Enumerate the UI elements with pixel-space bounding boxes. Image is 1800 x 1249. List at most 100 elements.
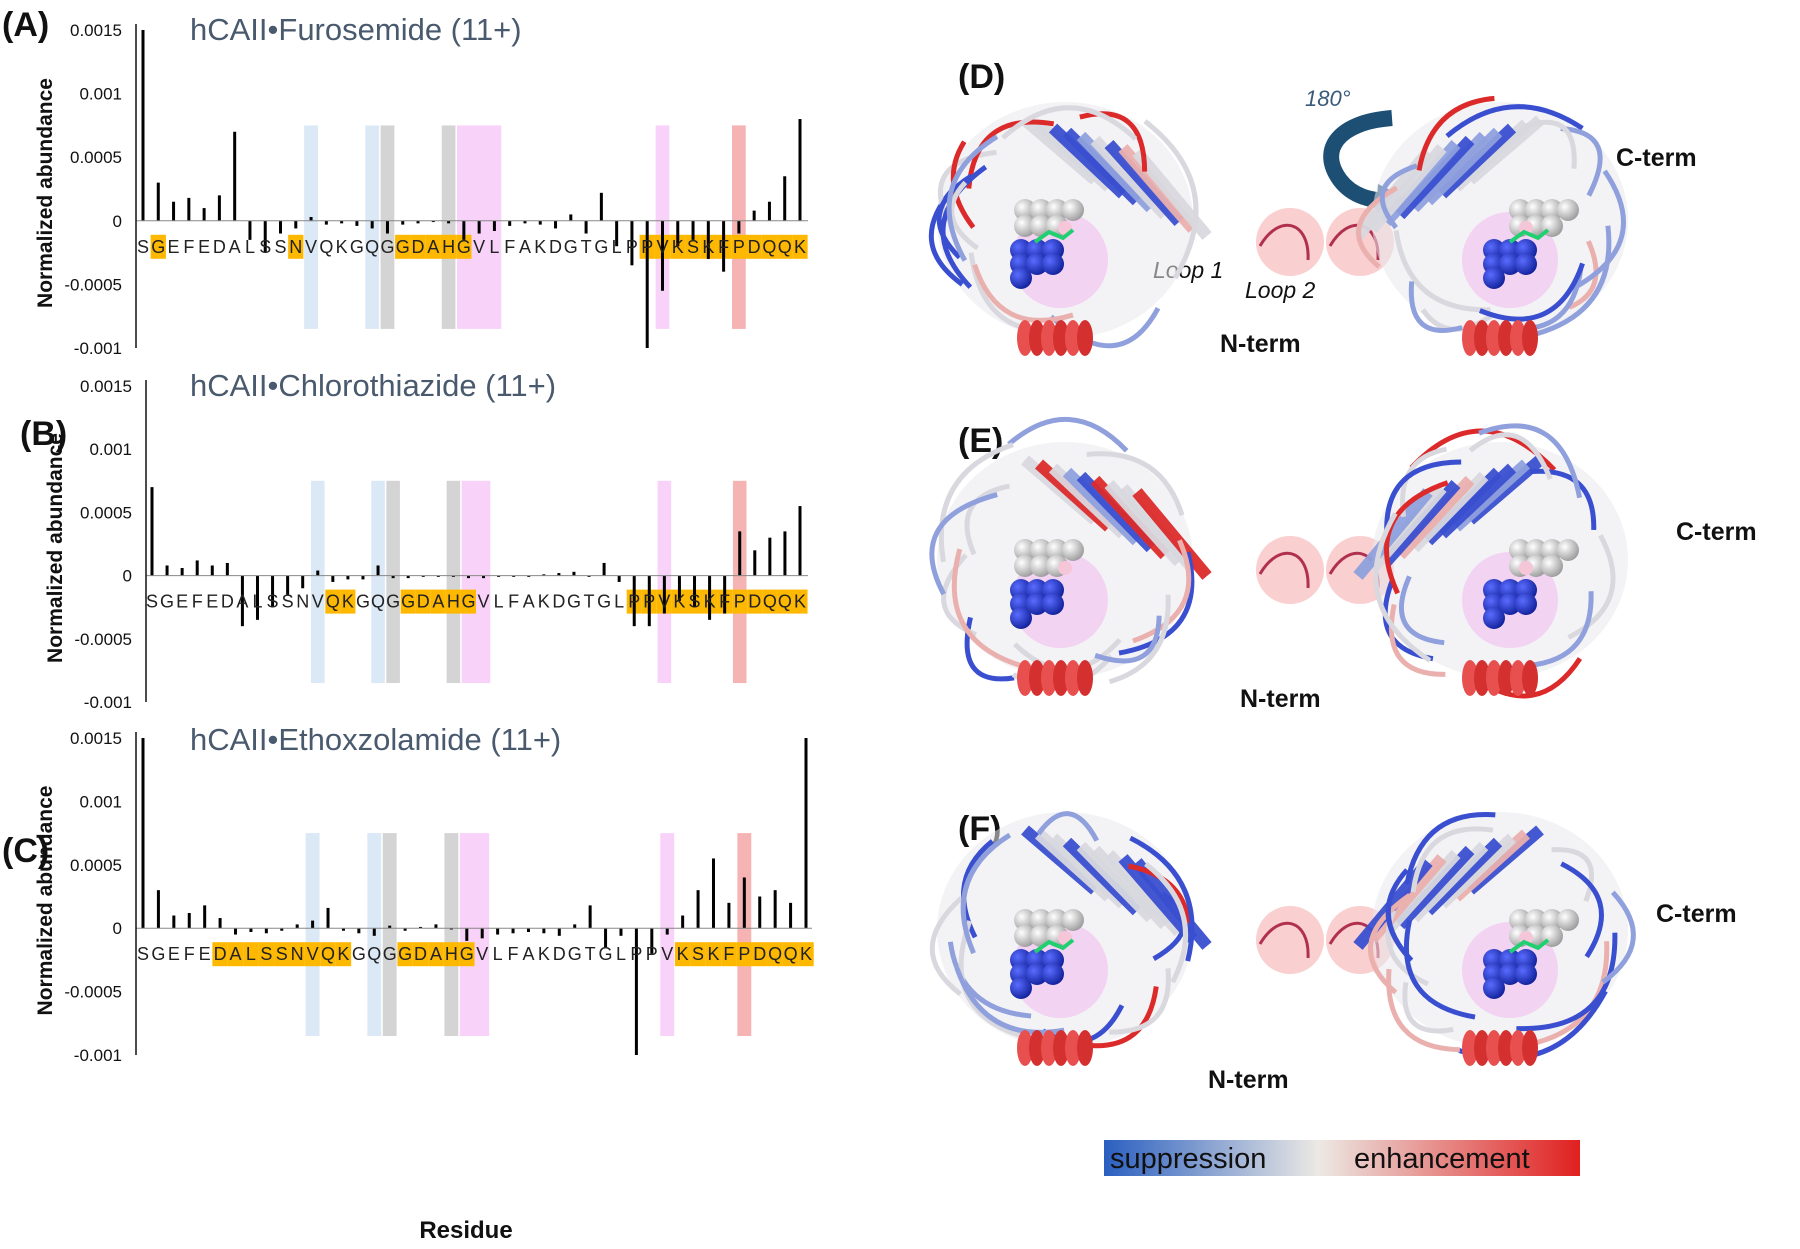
data-bar xyxy=(324,220,328,225)
highlight-band xyxy=(737,833,752,1036)
residue-highlight xyxy=(721,942,737,967)
coil-loop xyxy=(938,442,1014,563)
data-bar xyxy=(202,208,206,221)
residue-label: S xyxy=(275,237,287,257)
panel-label-d: (D) xyxy=(958,58,1005,96)
data-bar xyxy=(526,928,530,933)
residue-label: G xyxy=(380,237,394,257)
residue-sphere xyxy=(1509,539,1531,561)
suppressed-residue-sphere xyxy=(1026,963,1048,985)
suppressed-residue-sphere xyxy=(1515,963,1537,985)
coil-loop xyxy=(1143,119,1199,280)
residue-label: Q xyxy=(768,944,782,964)
data-bar xyxy=(783,531,787,576)
bar-charts: 0.00150.0010.00050-0.0005-0.001Normalize… xyxy=(34,12,814,1244)
beta-strand xyxy=(1395,475,1475,560)
residue-label: S xyxy=(282,592,294,612)
helix-segment xyxy=(1053,1030,1069,1066)
data-bar xyxy=(391,575,395,579)
data-bar xyxy=(370,220,374,229)
residue-label: P xyxy=(646,944,658,964)
data-bar xyxy=(466,575,470,579)
helix-segment xyxy=(1017,1030,1033,1066)
chart-panel-c: 0.00150.0010.00050-0.0005-0.001Normalize… xyxy=(34,722,814,1244)
data-bar xyxy=(662,575,666,614)
data-bar xyxy=(768,537,772,576)
coil-loop xyxy=(1379,163,1418,230)
residue-label: S xyxy=(689,592,701,612)
data-bar xyxy=(523,220,527,224)
data-bar xyxy=(187,912,191,929)
residue-highlight xyxy=(762,589,778,614)
helix-segment xyxy=(1077,660,1093,696)
residue-label: S xyxy=(137,237,149,257)
residue-highlight xyxy=(397,942,413,967)
residue-label: G xyxy=(567,592,581,612)
data-bar xyxy=(492,220,496,231)
residue-label: D xyxy=(221,592,234,612)
loop2-label: Loop 2 xyxy=(1245,277,1316,303)
data-bar xyxy=(767,201,771,221)
structure-panels: (D) (E) (F) 180° Loop 1 Loop 2 N-term C-… xyxy=(928,58,1757,1094)
highlight-band xyxy=(305,833,320,1036)
coil-loop xyxy=(1108,594,1171,685)
residue-sphere xyxy=(1541,539,1563,561)
suppressed-residue-sphere xyxy=(1483,607,1505,629)
data-bar xyxy=(340,220,344,224)
helix-segment xyxy=(1065,660,1081,696)
residue-label: P xyxy=(628,592,640,612)
suppressed-residue-sphere xyxy=(1026,253,1048,275)
coil-loop xyxy=(1601,890,1636,985)
helix-segment xyxy=(1017,660,1033,696)
residue-highlight xyxy=(732,589,748,614)
residue-highlight xyxy=(456,234,472,259)
beta-strand xyxy=(1118,484,1198,573)
cterm-label-e: C-term xyxy=(1676,518,1757,546)
data-bar xyxy=(187,197,191,221)
residue-sphere xyxy=(1030,199,1052,221)
residue-label: L xyxy=(612,237,622,257)
residue-sphere xyxy=(1030,909,1052,931)
residue-label: V xyxy=(305,237,317,257)
colorbar-enhancement-label: enhancement xyxy=(1354,1143,1530,1175)
helix-segment xyxy=(1462,1030,1478,1066)
data-bar xyxy=(210,565,214,576)
residue-label: L xyxy=(614,592,624,612)
residue-label: G xyxy=(594,237,608,257)
residue-sphere xyxy=(1046,909,1068,931)
residue-label: G xyxy=(352,944,366,964)
y-tick-label: 0.0005 xyxy=(80,503,132,522)
data-bar xyxy=(385,220,389,234)
coil-loop xyxy=(947,941,1032,1019)
helix-segment xyxy=(1486,660,1502,696)
y-tick-label: -0.0005 xyxy=(64,275,122,294)
coil-loop xyxy=(964,483,1011,556)
data-bar xyxy=(542,574,546,576)
residue-highlight xyxy=(340,589,356,614)
helix-segment xyxy=(1029,320,1045,356)
data-bar xyxy=(180,568,184,576)
residue-sphere xyxy=(1541,909,1563,931)
coil-loop xyxy=(1127,863,1191,924)
y-tick-label: 0.0015 xyxy=(70,21,122,40)
helix-segment xyxy=(1053,660,1069,696)
residue-label: D xyxy=(213,237,226,257)
coil-loop xyxy=(1573,169,1626,290)
beta-strand xyxy=(1353,488,1433,580)
residue-label: P xyxy=(734,592,746,612)
residue-label: K xyxy=(794,592,806,612)
data-bar xyxy=(316,570,320,576)
data-bar xyxy=(676,220,680,247)
data-bar xyxy=(421,575,425,577)
residue-label: D xyxy=(549,237,562,257)
y-tick-label: 0.0015 xyxy=(80,377,132,396)
residue-highlight xyxy=(443,942,460,967)
highlight-band xyxy=(461,480,491,684)
data-bar xyxy=(372,928,376,936)
data-bar xyxy=(346,575,350,580)
data-bar xyxy=(286,575,290,595)
residue-label: G xyxy=(457,237,471,257)
data-bar xyxy=(165,565,169,576)
coil-loop xyxy=(1402,982,1454,1034)
suppressed-residue-sphere xyxy=(1515,253,1537,275)
